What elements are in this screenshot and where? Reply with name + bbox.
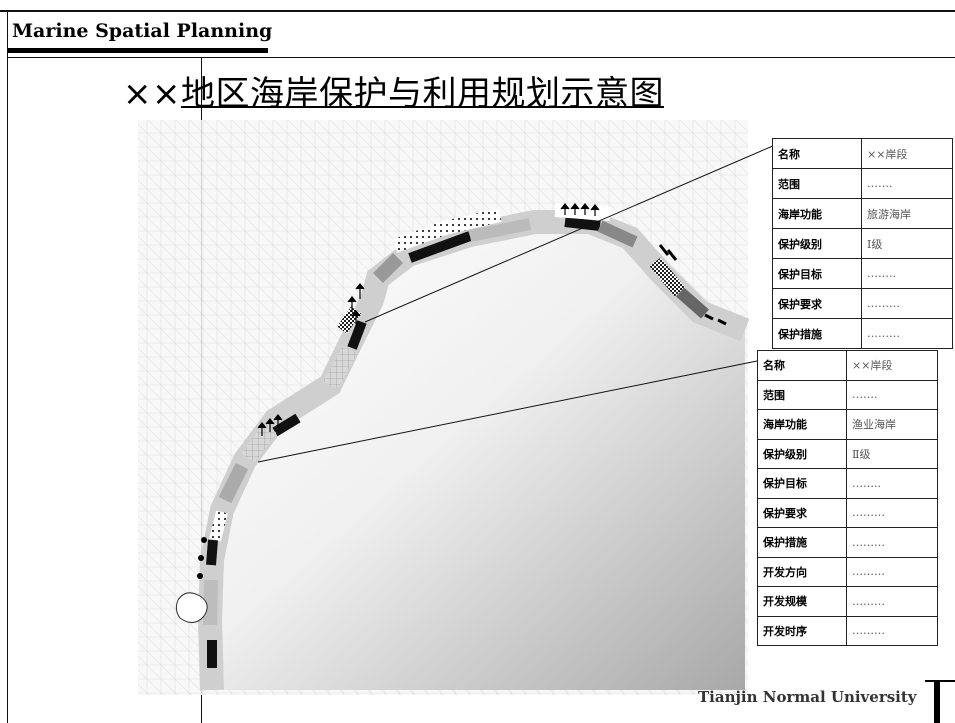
table-row: 海岸功能渔业海岸 bbox=[757, 409, 938, 440]
footer-accent-bar bbox=[934, 680, 940, 723]
table-key: 保护级别 bbox=[772, 228, 862, 259]
table-key: 范围 bbox=[772, 168, 862, 199]
table-key: 范围 bbox=[757, 379, 847, 410]
table-key: 开发时序 bbox=[757, 615, 847, 646]
table-key: 名称 bbox=[757, 350, 847, 381]
table-row: 范围……. bbox=[757, 379, 938, 410]
table-key: 保护措施 bbox=[757, 527, 847, 558]
table-row: 开发方向……… bbox=[757, 556, 938, 587]
table-key: 保护措施 bbox=[772, 318, 862, 349]
table-row: 保护目标…….. bbox=[772, 258, 953, 289]
footer-institution: Tianjin Normal University bbox=[698, 688, 917, 706]
table-key: 保护目标 bbox=[757, 468, 847, 499]
table-value: ……… bbox=[846, 615, 938, 646]
header-accent-bar bbox=[7, 48, 268, 53]
connector-line-1 bbox=[364, 144, 776, 323]
table-value: ××岸段 bbox=[861, 138, 953, 169]
table-row: 保护目标…….. bbox=[757, 468, 938, 499]
table-row: 范围……. bbox=[772, 168, 953, 199]
table-key: 保护目标 bbox=[772, 258, 862, 289]
table-value: …….. bbox=[846, 468, 938, 499]
table-value: Ⅰ级 bbox=[861, 228, 953, 259]
frame-header-line bbox=[7, 57, 955, 58]
table-key: 海岸功能 bbox=[772, 198, 862, 229]
table-value: ……… bbox=[861, 288, 953, 319]
slide-header: Marine Spatial Planning bbox=[0, 0, 955, 58]
title-main: 地区海岸保护与利用规划示意图 bbox=[180, 74, 664, 114]
table-value: 渔业海岸 bbox=[846, 409, 938, 440]
table-row: 保护要求……… bbox=[772, 288, 953, 319]
frame-top-line bbox=[0, 10, 955, 12]
table-row: 保护要求……… bbox=[757, 497, 938, 528]
course-subject: Marine Spatial Planning bbox=[12, 20, 273, 42]
coastline-segments bbox=[203, 203, 709, 668]
table-value: ……… bbox=[846, 556, 938, 587]
sea-area bbox=[210, 222, 745, 690]
table-row: 开发时序……… bbox=[757, 615, 938, 646]
table-value: ……… bbox=[861, 318, 953, 349]
table-row: 开发规模……… bbox=[757, 586, 938, 617]
table-value: ……… bbox=[846, 586, 938, 617]
table-value: ……… bbox=[846, 527, 938, 558]
table-row: 海岸功能旅游海岸 bbox=[772, 198, 953, 229]
table-key: 开发规模 bbox=[757, 586, 847, 617]
table-value: ……… bbox=[846, 497, 938, 528]
table-value: ……. bbox=[846, 379, 938, 410]
table-key: 海岸功能 bbox=[757, 409, 847, 440]
table-key: 名称 bbox=[772, 138, 862, 169]
slide-title: ××地区海岸保护与利用规划示意图 bbox=[123, 66, 664, 115]
table-row: 保护措施……… bbox=[772, 318, 953, 349]
table-row: 保护措施……… bbox=[757, 527, 938, 558]
table-value: Ⅱ级 bbox=[846, 438, 938, 469]
table-value: ××岸段 bbox=[846, 350, 938, 381]
bay-outline bbox=[175, 592, 208, 623]
table-value: 旅游海岸 bbox=[861, 198, 953, 229]
table-key: 开发方向 bbox=[757, 556, 847, 587]
table-key: 保护要求 bbox=[757, 497, 847, 528]
table-value: ……. bbox=[861, 168, 953, 199]
coast-symbols bbox=[257, 203, 727, 436]
table-row: 名称××岸段 bbox=[772, 138, 953, 169]
table-value: …….. bbox=[861, 258, 953, 289]
connector-line-2 bbox=[257, 359, 763, 463]
table-key: 保护要求 bbox=[772, 288, 862, 319]
frame-left-line bbox=[7, 10, 8, 723]
footer-accent-line bbox=[925, 680, 955, 682]
title-prefix: ×× bbox=[123, 74, 181, 114]
table-row: 名称××岸段 bbox=[757, 350, 938, 381]
table-key: 保护级别 bbox=[757, 438, 847, 469]
